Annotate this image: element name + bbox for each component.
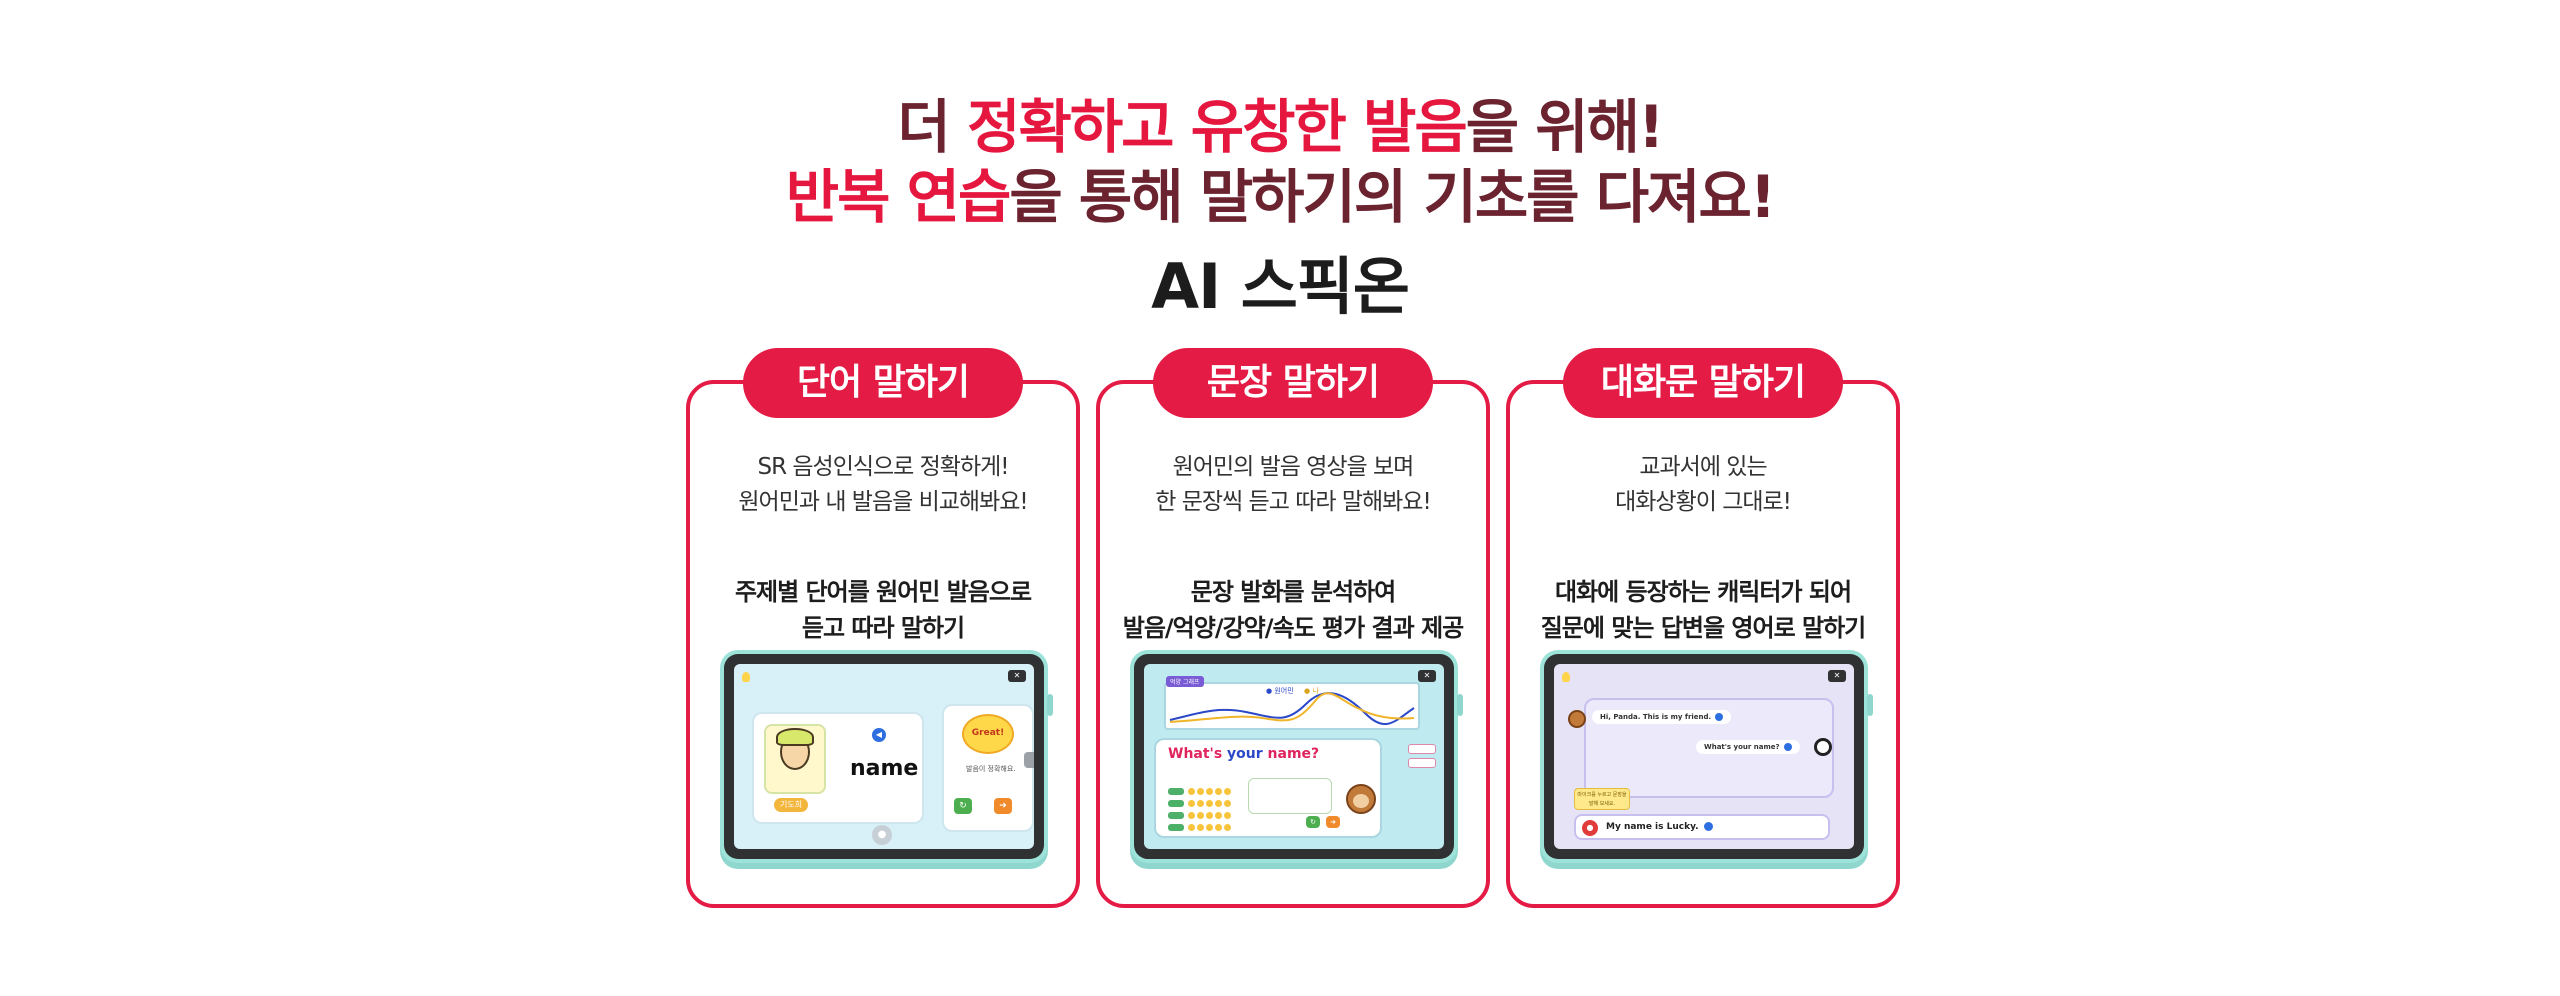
answer-box: ● My name is Lucky.	[1574, 814, 1830, 840]
mic-icon: ●	[872, 825, 892, 845]
card-description: SR 음성인식으로 정확하게! 원어민과 내 발음을 비교해봐요!	[690, 450, 1076, 520]
tablet-preview: ✕ 억양 그래프 ● 원어민 ● 나 What's your name? ↻ ➜	[1134, 654, 1463, 859]
card-description: 원어민의 발음 영상을 보며 한 문장씩 듣고 따라 말해봐요!	[1100, 450, 1486, 520]
card-title-pill: 문장 말하기	[1153, 348, 1433, 418]
legend-native: ● 원어민	[1266, 687, 1294, 695]
chat-bubble: What's your name?	[1696, 740, 1800, 754]
great-badge: Great!	[962, 714, 1014, 754]
headline-text: 더	[897, 93, 968, 161]
card-feature: 주제별 단어를 원어민 발음으로 듣고 따라 말하기	[690, 574, 1076, 646]
speaker-icon	[1783, 743, 1792, 751]
hint-box: 마이크를 누르고 문장을 말해 보세요.	[1574, 788, 1630, 810]
next-icon: ➜	[1326, 816, 1340, 828]
word-text: name	[850, 756, 919, 781]
feature-card-dialogue-speaking: 대화문 말하기 교과서에 있는 대화상황이 그대로! 대화에 등장하는 캐릭터가…	[1506, 348, 1900, 908]
headline-highlight: 정확하고 유창한 발음	[967, 93, 1468, 161]
app-screen-word: ✕ 기도희 ◀ name Great! 발음이 정확해요. ↻ ➜ ●	[734, 664, 1034, 849]
feature-card-sentence-speaking: 문장 말하기 원어민의 발음 영상을 보며 한 문장씩 듣고 따라 말해봐요! …	[1096, 348, 1490, 908]
next-arrow-icon	[1024, 752, 1034, 768]
card-description: 교과서에 있는 대화상황이 그대로!	[1510, 450, 1896, 520]
desc-line: 한 문장씩 듣고 따라 말해봐요!	[1155, 489, 1431, 515]
speaker-icon: ◀	[872, 728, 886, 742]
intonation-graph: 억양 그래프 ● 원어민 ● 나	[1164, 676, 1420, 730]
card-title-pill: 단어 말하기	[743, 348, 1023, 418]
result-card: Great! 발음이 정확해요. ↻ ➜	[942, 704, 1034, 832]
score-row	[1168, 792, 1240, 807]
feature-line: 문장 발화를 분석하여	[1190, 578, 1396, 606]
chat-bubble: Hi, Panda. This is my friend.	[1592, 710, 1732, 724]
speaker-icon	[1703, 822, 1713, 831]
close-icon: ✕	[1418, 670, 1436, 682]
close-icon: ✕	[1828, 670, 1846, 682]
word-card: 기도희 ◀ name	[752, 712, 924, 824]
sentence-card: What's your name? ↻ ➜	[1154, 738, 1382, 838]
bulb-icon	[742, 672, 750, 682]
tablet-preview: ✕ 기도희 ◀ name Great! 발음이 정확해요. ↻ ➜ ●	[724, 654, 1053, 859]
retry-icon: ↻	[1306, 816, 1320, 828]
feature-line: 질문에 맞는 답변을 영어로 말하기	[1540, 614, 1867, 642]
desc-line: 교과서에 있는	[1639, 454, 1767, 480]
chat-area: Hi, Panda. This is my friend. What's you…	[1568, 698, 1834, 798]
character-illustration: 기도희	[764, 724, 826, 812]
next-icon: ➜	[994, 798, 1012, 814]
wave-lines	[1169, 692, 1415, 725]
tablet-preview: ✕ Hi, Panda. This is my friend. What's y…	[1544, 654, 1873, 859]
desc-line: 원어민과 내 발음을 비교해봐요!	[738, 489, 1028, 515]
monkey-character	[1346, 784, 1376, 814]
result-note: 발음이 정확해요.	[966, 765, 1016, 773]
desc-line: SR 음성인식으로 정확하게!	[757, 454, 1009, 480]
brand-title: AI 스픽온	[1151, 250, 1410, 323]
headline-line-1: 더 정확하고 유창한 발음을 위해!	[0, 92, 2560, 162]
panda-avatar	[1814, 738, 1832, 756]
headline-line-2: 반복 연습을 통해 말하기의 기초를 다져요!	[0, 162, 2560, 232]
desc-line: 대화상황이 그대로!	[1615, 489, 1792, 515]
graph-tag: 억양 그래프	[1166, 676, 1204, 687]
side-tag	[1408, 744, 1436, 754]
sentence-text: What's your name?	[1168, 746, 1320, 762]
score-row	[1168, 780, 1240, 795]
feature-line: 발음/억양/강약/속도 평가 결과 제공	[1122, 614, 1464, 642]
card-title-pill: 대화문 말하기	[1563, 348, 1843, 418]
headline-text: 을 위해!	[1465, 93, 1665, 161]
headline: 더 정확하고 유창한 발음을 위해! 반복 연습을 통해 말하기의 기초를 다져…	[0, 92, 2560, 324]
speaker-icon	[1715, 713, 1724, 721]
headline-highlight: 반복 연습	[785, 163, 1012, 231]
legend-me: ● 나	[1304, 687, 1319, 695]
feature-line: 대화에 등장하는 캐릭터가 되어	[1554, 578, 1852, 606]
mic-icon: ●	[1582, 820, 1598, 836]
card-feature: 대화에 등장하는 캐릭터가 되어 질문에 맞는 답변을 영어로 말하기	[1510, 574, 1896, 646]
feature-line: 듣고 따라 말하기	[801, 614, 965, 642]
monkey-avatar	[1568, 710, 1586, 728]
headline-text: 을 통해 말하기의 기초를 다져요!	[1009, 163, 1776, 231]
app-screen-dialogue: ✕ Hi, Panda. This is my friend. What's y…	[1554, 664, 1854, 849]
retry-icon: ↻	[954, 798, 972, 814]
feature-line: 주제별 단어를 원어민 발음으로	[734, 578, 1032, 606]
bulb-icon	[1562, 672, 1570, 682]
answer-text: My name is Lucky.	[1606, 822, 1713, 832]
close-icon: ✕	[1008, 670, 1026, 682]
score-row	[1168, 816, 1240, 831]
feature-card-word-speaking: 단어 말하기 SR 음성인식으로 정확하게! 원어민과 내 발음을 비교해봐요!…	[686, 348, 1080, 908]
side-tag	[1408, 758, 1436, 768]
character-tag: 기도희	[774, 798, 809, 812]
feedback-box	[1248, 778, 1332, 814]
score-row	[1168, 804, 1240, 819]
app-screen-sentence: ✕ 억양 그래프 ● 원어민 ● 나 What's your name? ↻ ➜	[1144, 664, 1444, 849]
desc-line: 원어민의 발음 영상을 보며	[1172, 454, 1415, 480]
card-feature: 문장 발화를 분석하여 발음/억양/강약/속도 평가 결과 제공	[1100, 574, 1486, 646]
